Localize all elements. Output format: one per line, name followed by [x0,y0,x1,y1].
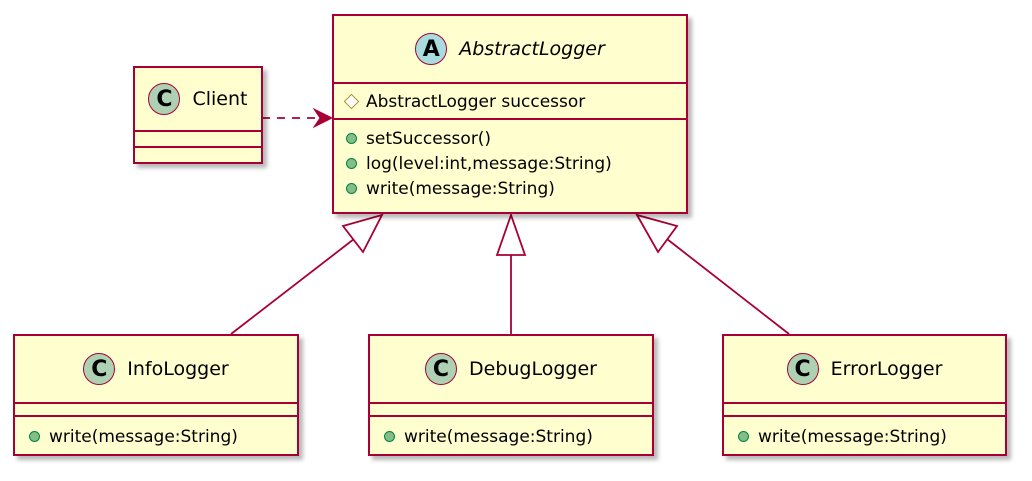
methods-compartment: write(message:String) [724,415,1005,449]
class-abstract-logger[interactable]: A AbstractLogger AbstractLogger successo… [332,14,688,214]
method-row: write(message:String) [738,424,1005,449]
method-text: write(message:String) [758,426,947,447]
inheritance-triangle-info [341,213,384,254]
class-header: C ErrorLogger [724,336,1005,402]
class-client[interactable]: C Client [133,66,263,164]
class-error-logger[interactable]: C ErrorLogger write(message:String) [722,334,1007,456]
method-text: write(message:String) [49,426,238,447]
class-header: C InfoLogger [15,336,297,402]
public-visibility-icon [346,158,357,169]
method-row: log(level:int,message:String) [346,151,686,176]
inheritance-line-info [230,238,355,335]
class-name: ErrorLogger [830,358,943,380]
class-stereotype-icon: C [148,83,181,115]
fields-compartment [370,402,652,415]
inheritance-line-error [666,238,790,335]
class-name: DebugLogger [469,358,597,380]
public-visibility-icon [346,133,357,144]
abstract-stereotype-icon: A [415,33,448,65]
public-visibility-icon [384,431,395,442]
class-header: C DebugLogger [370,336,652,402]
class-name: InfoLogger [127,358,229,380]
dependency-arrowhead [312,107,334,129]
methods-compartment: setSuccessor() log(level:int,message:Str… [334,118,686,201]
method-row: setSuccessor() [346,126,686,151]
method-row: write(message:String) [29,424,297,449]
class-name: Client [192,88,248,110]
fields-compartment [724,402,1005,415]
class-stereotype-icon: C [425,353,457,385]
method-text: write(message:String) [404,426,593,447]
methods-compartment: write(message:String) [15,415,297,449]
methods-compartment [135,146,261,148]
protected-visibility-icon [343,93,360,110]
fields-compartment [15,402,297,415]
class-info-logger[interactable]: C InfoLogger write(message:String) [13,334,299,456]
public-visibility-icon [346,183,357,194]
method-row: write(message:String) [346,176,686,201]
methods-compartment: write(message:String) [370,415,652,449]
class-stereotype-icon: C [786,353,819,385]
class-header: C Client [135,68,261,130]
method-text: setSuccessor() [366,128,492,149]
public-visibility-icon [738,431,749,442]
public-visibility-icon [29,431,40,442]
inheritance-triangle-error [635,213,679,254]
fields-compartment [135,130,261,146]
method-text: log(level:int,message:String) [366,153,612,174]
fields-compartment: AbstractLogger successor [334,82,686,118]
class-debug-logger[interactable]: C DebugLogger write(message:String) [368,334,654,456]
class-stereotype-icon: C [83,353,116,385]
inheritance-triangle-debug [495,212,527,256]
class-name: AbstractLogger [459,38,605,60]
method-row: write(message:String) [384,424,652,449]
field-row: AbstractLogger successor [343,89,686,114]
method-text: write(message:String) [366,178,555,199]
class-header: A AbstractLogger [334,16,686,82]
field-text: AbstractLogger successor [366,91,586,112]
